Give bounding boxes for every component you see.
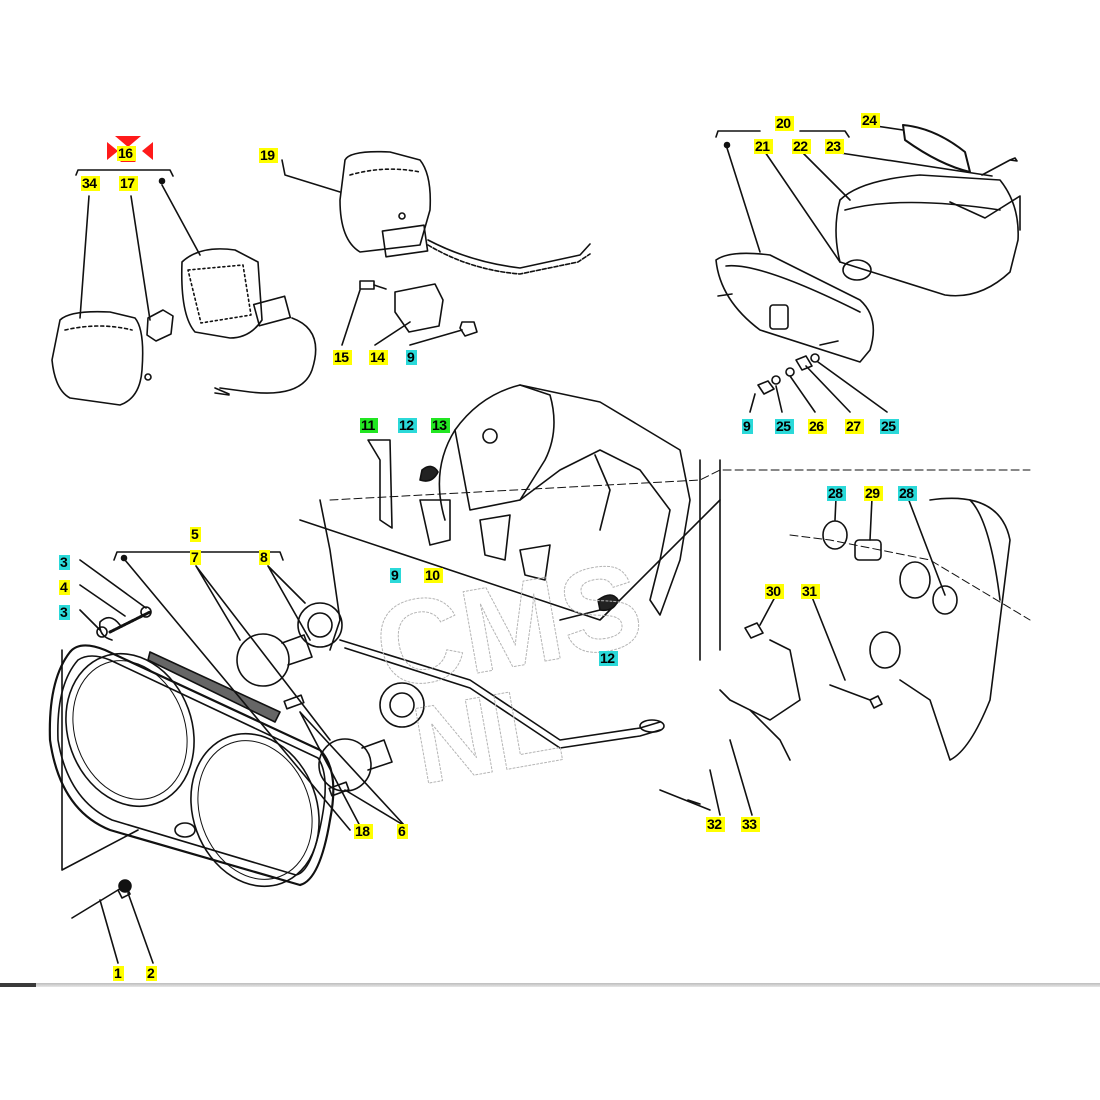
divider	[0, 983, 1100, 987]
headlight-bracket-drawing	[299, 384, 1031, 811]
part-callout-30[interactable]: 30	[765, 584, 784, 599]
part-callout-9[interactable]: 9	[390, 568, 402, 583]
part-callout-25[interactable]: 25	[775, 419, 794, 434]
turn-signal-right-drawing	[281, 150, 591, 275]
part-callout-32[interactable]: 32	[706, 817, 725, 832]
svg-text:NL: NL	[404, 661, 570, 808]
part-callout-3[interactable]: 3	[59, 555, 71, 570]
part-callout-21[interactable]: 21	[754, 139, 773, 154]
part-callout-9[interactable]: 9	[742, 419, 754, 434]
part-callout-9[interactable]: 9	[406, 350, 418, 365]
part-callout-24[interactable]: 24	[861, 113, 880, 128]
part-callout-23[interactable]: 23	[825, 139, 844, 154]
bracket-14-drawing	[341, 280, 478, 346]
part-callout-31[interactable]: 31	[801, 584, 820, 599]
part-callout-25[interactable]: 25	[880, 419, 899, 434]
part-callout-19[interactable]: 19	[259, 148, 278, 163]
divider-accent	[0, 983, 36, 987]
part-callout-10[interactable]: 10	[424, 568, 443, 583]
part-callout-12[interactable]: 12	[398, 418, 417, 433]
part-callout-7[interactable]: 7	[190, 550, 202, 565]
part-callout-15[interactable]: 15	[333, 350, 352, 365]
part-callout-13[interactable]: 13	[431, 418, 450, 433]
tail-light-drawing	[715, 124, 1021, 413]
selection-marker-icon	[107, 136, 153, 162]
part-callout-4[interactable]: 4	[59, 580, 71, 595]
part-callout-34[interactable]: 34	[81, 176, 100, 191]
part-callout-16[interactable]: 16	[117, 146, 136, 161]
part-callout-2[interactable]: 2	[146, 966, 158, 981]
part-callout-8[interactable]: 8	[259, 550, 271, 565]
part-callout-33[interactable]: 33	[741, 817, 760, 832]
part-callout-6[interactable]: 6	[397, 824, 409, 839]
watermark: CMS NL	[365, 536, 652, 808]
part-callout-12[interactable]: 12	[599, 651, 618, 666]
headlight-drawing	[48, 551, 425, 964]
part-callout-3[interactable]: 3	[59, 605, 71, 620]
mounting-bracket-right-drawing	[709, 497, 1031, 816]
part-callout-27[interactable]: 27	[845, 419, 864, 434]
part-callout-20[interactable]: 20	[775, 116, 794, 131]
part-callout-28[interactable]: 28	[827, 486, 846, 501]
part-callout-17[interactable]: 17	[119, 176, 138, 191]
part-callout-26[interactable]: 26	[808, 419, 827, 434]
part-callout-29[interactable]: 29	[864, 486, 883, 501]
part-callout-11[interactable]: 11	[360, 418, 378, 433]
turn-signal-left-drawing	[51, 169, 317, 406]
part-callout-1[interactable]: 1	[113, 966, 125, 981]
part-callout-22[interactable]: 22	[792, 139, 811, 154]
part-callout-5[interactable]: 5	[190, 527, 202, 542]
part-callout-18[interactable]: 18	[354, 824, 373, 839]
part-callout-14[interactable]: 14	[369, 350, 388, 365]
part-callout-28[interactable]: 28	[898, 486, 917, 501]
